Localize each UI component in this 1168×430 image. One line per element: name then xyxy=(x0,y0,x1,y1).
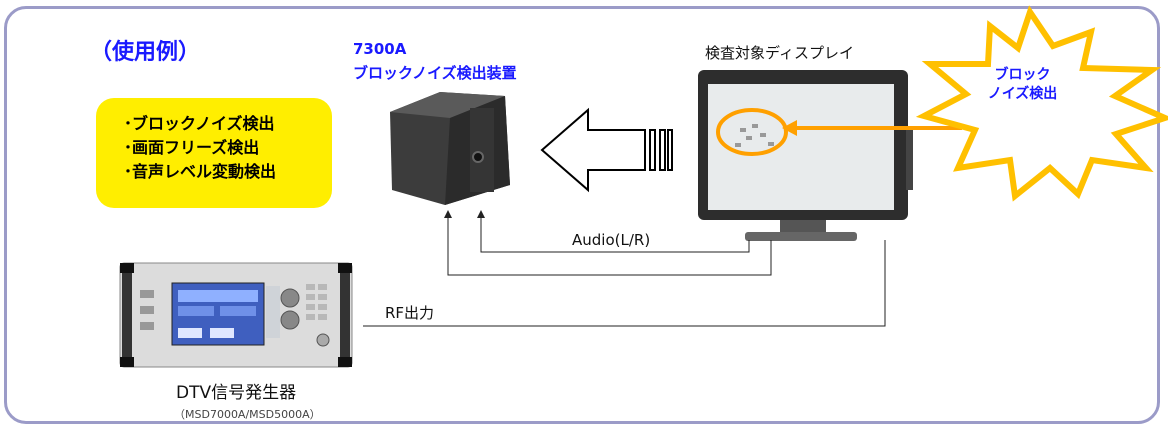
example-title: （使用例） xyxy=(90,40,201,65)
feature-box: ･ブロックノイズ検出 ･画面フリーズ検出 ･音声レベル変動検出 xyxy=(96,98,332,208)
generator-model-label: （MSD7000A/MSD5000A） xyxy=(174,408,321,421)
rf-output-label: RF出力 xyxy=(385,304,435,322)
audio-arrowhead xyxy=(477,210,485,218)
feature-item: ･ブロックノイズ検出 xyxy=(124,114,275,133)
connection-lines xyxy=(363,218,886,327)
audio-connection-label: Audio(L/R) xyxy=(572,231,651,249)
target-display-label: 検査対象ディスプレイ xyxy=(705,44,854,62)
feature-item: ･画面フリーズ検出 xyxy=(124,138,260,157)
burst-label: ブロック ノイズ検出 xyxy=(950,66,1095,104)
burst-label-line1: ブロック xyxy=(994,67,1051,83)
target-display xyxy=(698,70,913,241)
device-model-label: 7300A xyxy=(353,40,407,58)
noise-highlight-circle xyxy=(716,108,788,156)
signal-arrow xyxy=(540,107,673,193)
dtv-signal-generator xyxy=(119,262,353,368)
feature-list: ･ブロックノイズ検出 ･画面フリーズ検出 ･音声レベル変動検出 xyxy=(124,112,276,184)
noise-blocks xyxy=(735,124,774,147)
video-arrowhead xyxy=(444,210,452,218)
starburst xyxy=(915,5,1168,202)
generator-name-label: DTV信号発生器 xyxy=(176,383,297,403)
device-name-label: ブロックノイズ検出装置 xyxy=(353,64,517,82)
burst-pointer-head xyxy=(782,120,797,136)
block-noise-detector-device xyxy=(390,92,510,205)
feature-item: ･音声レベル変動検出 xyxy=(124,162,277,181)
burst-label-line2: ノイズ検出 xyxy=(987,86,1058,102)
